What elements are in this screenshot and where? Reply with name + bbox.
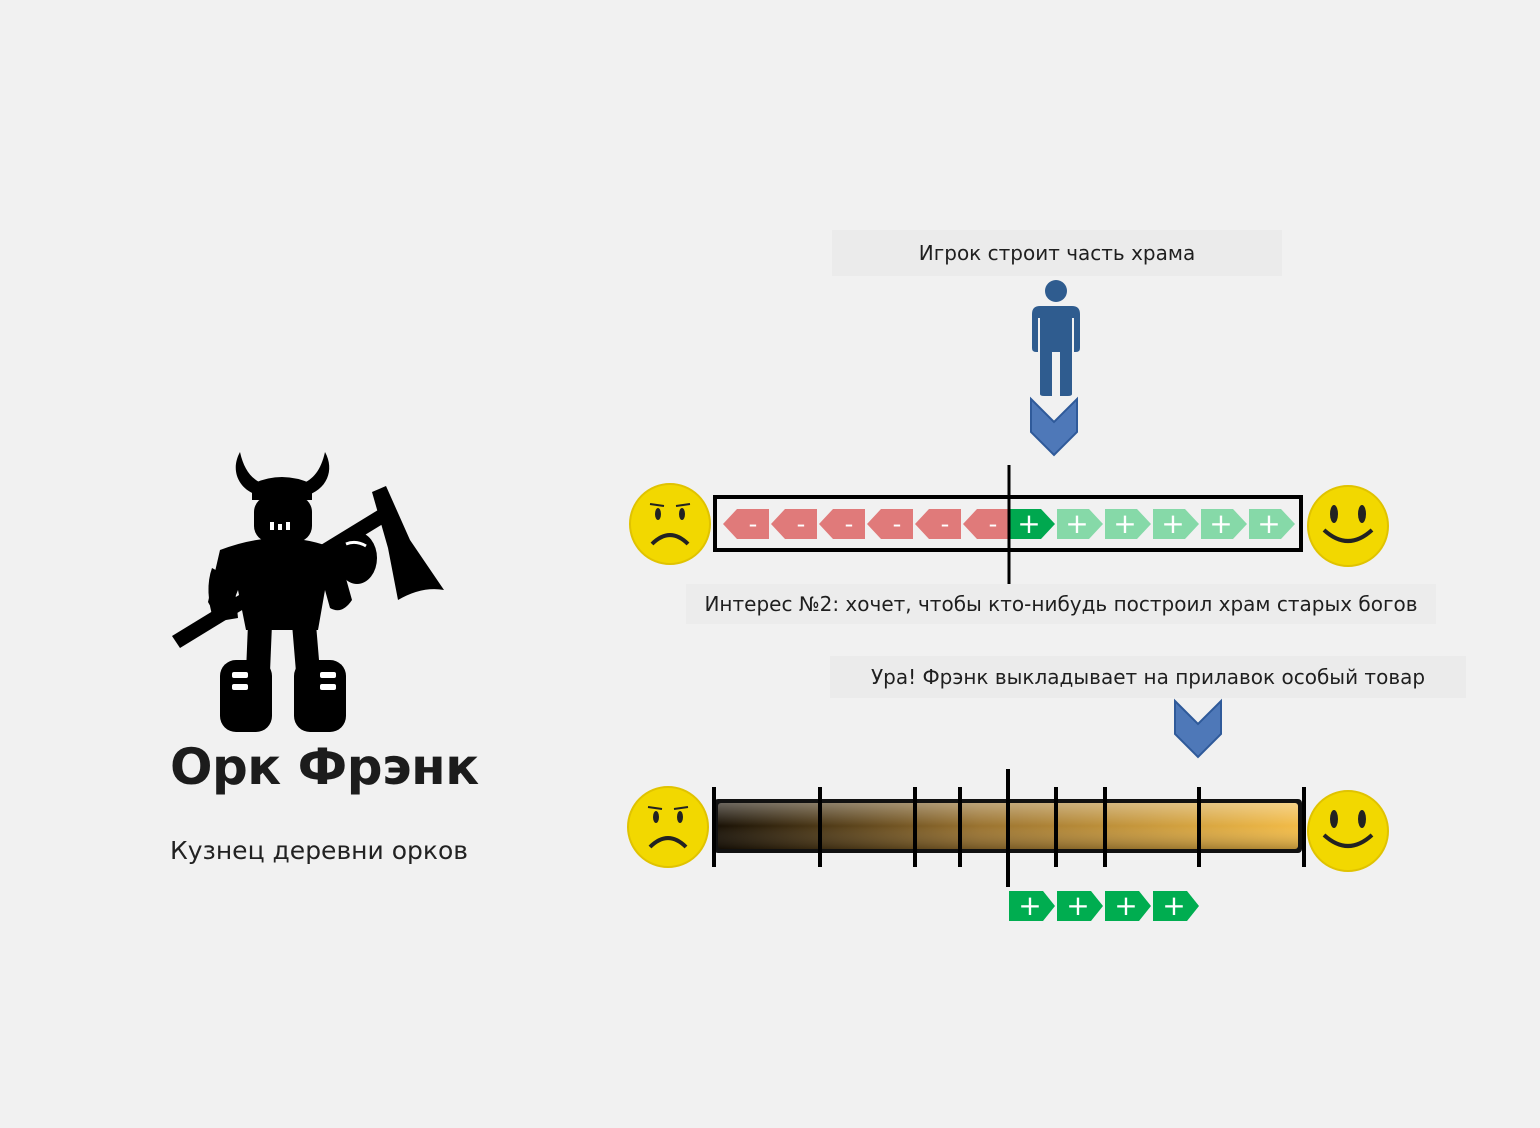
gained-segment — [1057, 891, 1103, 921]
character-role: Кузнец деревни орков — [170, 836, 469, 865]
negative-segment — [915, 509, 961, 539]
positive-segment-label: + — [1113, 507, 1136, 540]
negative-segment-label: - — [845, 510, 854, 538]
gained-segment — [1105, 891, 1151, 921]
positive-segment-label: + — [1065, 507, 1088, 540]
negative-segment — [723, 509, 769, 539]
gained-segment-label: + — [1162, 889, 1185, 922]
sad-face-icon — [627, 786, 709, 868]
happy-face-icon — [1307, 790, 1389, 872]
negative-segment-label: - — [989, 510, 998, 538]
gained-segment-label: + — [1066, 889, 1089, 922]
positive-segment — [1105, 509, 1151, 539]
gained-segment — [1153, 891, 1199, 921]
mood-scale: + + + + — [627, 769, 1389, 922]
player-action-text: Игрок строит часть храма — [918, 241, 1196, 265]
negative-segment — [819, 509, 865, 539]
happy-face-icon — [1307, 485, 1389, 567]
chevron-down-icon — [1030, 396, 1078, 457]
person-icon — [1032, 280, 1080, 396]
gained-segment-label: + — [1114, 889, 1137, 922]
gained-segment — [1009, 891, 1055, 921]
chevron-down-icon — [1174, 698, 1222, 759]
negative-segment-label: - — [893, 510, 902, 538]
negative-segment — [963, 509, 1009, 539]
positive-segment-label: + — [1017, 507, 1040, 540]
character-name: Орк Фрэнк — [170, 738, 479, 796]
negative-segment-label: - — [797, 510, 806, 538]
positive-segment — [1153, 509, 1199, 539]
interest-caption: Интерес №2: хочет, чтобы кто-нибудь пост… — [686, 584, 1436, 624]
negative-segment — [771, 509, 817, 539]
sad-face-icon — [629, 483, 711, 565]
interest-scale: ------++++++ — [629, 465, 1389, 584]
player-action-caption: Игрок строит часть храма — [832, 230, 1282, 276]
negative-segment-label: - — [941, 510, 950, 538]
outcome-caption: Ура! Фрэнк выкладывает на прилавок особы… — [830, 656, 1466, 698]
positive-segment — [1057, 509, 1103, 539]
interest-text: Интерес №2: хочет, чтобы кто-нибудь пост… — [704, 592, 1418, 616]
positive-segment-label: + — [1257, 507, 1280, 540]
outcome-text: Ура! Фрэнк выкладывает на прилавок особы… — [870, 665, 1426, 689]
positive-segment — [1249, 509, 1295, 539]
negative-segment-label: - — [749, 510, 758, 538]
negative-segment — [867, 509, 913, 539]
positive-segment — [1009, 509, 1055, 539]
gained-segment-label: + — [1018, 889, 1041, 922]
positive-segment-label: + — [1161, 507, 1184, 540]
positive-segment — [1201, 509, 1247, 539]
positive-segment-label: + — [1209, 507, 1232, 540]
orc-warrior-icon — [172, 452, 444, 732]
